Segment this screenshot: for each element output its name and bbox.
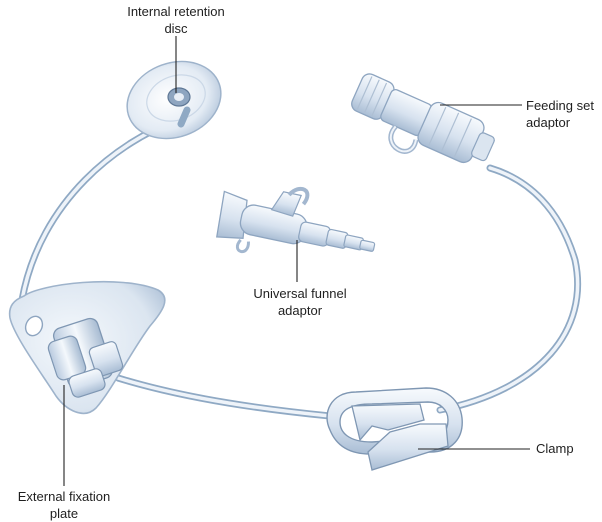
universal-funnel-adaptor — [215, 186, 376, 253]
tube-left-outline — [18, 116, 182, 304]
internal-retention-disc — [126, 60, 222, 140]
leader-lines — [63, 36, 530, 486]
label-feeding-line1: Feeding set — [526, 98, 594, 113]
clamp — [326, 387, 463, 471]
label-internal-line2: disc — [164, 21, 188, 36]
label-funnel-line2: adaptor — [277, 303, 323, 318]
tube-left-highlight — [20, 118, 180, 302]
label-universal-funnel-adaptor: Universal funnel adaptor — [240, 285, 360, 319]
label-external-fixation-plate: External fixation plate — [4, 488, 124, 522]
feeding-set-adaptor — [351, 73, 495, 164]
tube-right-highlight — [438, 166, 580, 412]
label-internal-line1: Internal retention — [127, 4, 225, 19]
tube-bottom-outline — [114, 374, 334, 420]
clamp-upper-jaw — [351, 403, 425, 442]
plate-hole — [24, 315, 44, 337]
label-funnel-line1: Universal funnel — [253, 286, 347, 301]
tube-bottom-highlight — [116, 376, 332, 418]
plate-connector — [47, 317, 124, 398]
label-external-line2: plate — [49, 506, 79, 521]
label-clamp-text: Clamp — [536, 441, 574, 456]
label-internal-retention-disc: Internal retention disc — [118, 3, 234, 37]
label-clamp: Clamp — [536, 440, 586, 457]
label-external-line1: External fixation — [17, 489, 111, 504]
label-feeding-line2: adaptor — [526, 115, 571, 130]
clamp-lower-jaw — [367, 423, 449, 471]
label-feeding-set-adaptor: Feeding set adaptor — [526, 97, 602, 131]
tube-right-outline — [436, 164, 582, 414]
external-fixation-plate — [8, 280, 166, 414]
